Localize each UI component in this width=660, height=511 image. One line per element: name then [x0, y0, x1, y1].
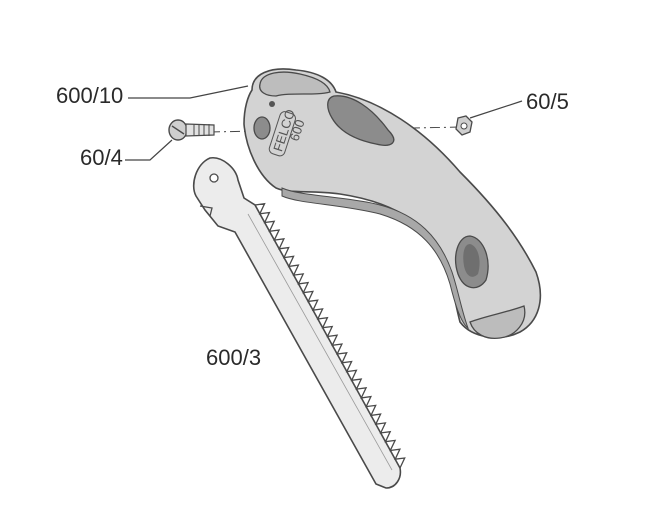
handle-grip-hole-inner — [463, 244, 480, 277]
label-handle: 600/10 — [56, 83, 123, 108]
screw-slot — [171, 125, 185, 135]
screw-shank — [185, 123, 215, 137]
model-text: 600 — [287, 118, 308, 143]
handle-lower-band — [281, 187, 470, 330]
label-screw: 60/4 — [80, 145, 123, 170]
leader-handle — [128, 85, 249, 99]
handle-top-cap — [259, 71, 331, 97]
blade-body — [192, 157, 402, 489]
brand-stamp-frame — [268, 111, 296, 157]
blade-pivot-hole — [209, 173, 219, 183]
blade-teeth — [254, 202, 406, 469]
handle-grip-insert — [327, 95, 395, 146]
saw-blade — [192, 157, 406, 489]
screw-threads — [193, 124, 210, 136]
label-nut: 60/5 — [526, 89, 569, 114]
nut — [455, 115, 473, 136]
handle-lock-hole — [269, 101, 275, 107]
screw — [168, 119, 215, 141]
nut-hole — [460, 122, 468, 130]
blade-notch — [199, 205, 213, 217]
handle-pivot-boss — [253, 116, 271, 140]
blade-spine-line — [247, 213, 393, 471]
handle: FELCO 600 — [243, 68, 542, 340]
leader-screw — [125, 139, 173, 161]
label-blade: 600/3 — [206, 345, 261, 370]
leader-nut — [469, 100, 523, 119]
handle-end-cap — [469, 305, 526, 340]
